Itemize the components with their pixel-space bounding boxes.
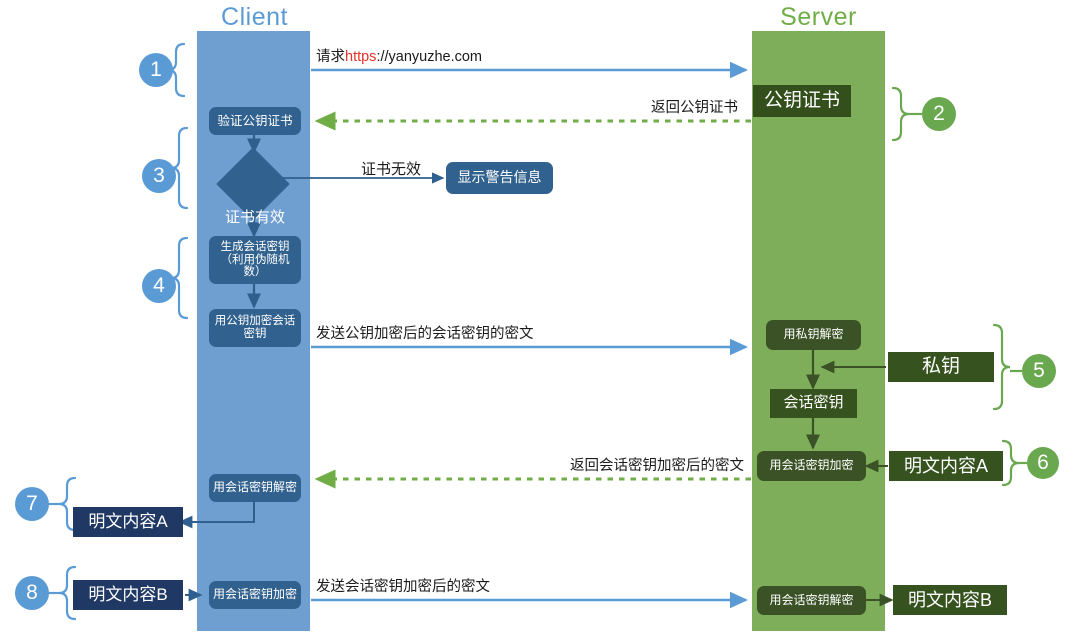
flow-label-https-scheme: https [345,49,377,65]
flow-label-request-prefix: 请求 [316,49,345,65]
client-column-title: Client [221,3,288,31]
node-generate-session-key[interactable]: 生成会话密钥 （利用伪随机数） [209,236,301,284]
flow-label-return-session-encrypted: 返回会话密钥加密后的密文 [570,458,744,474]
flow-label-cert-invalid: 证书无效 [361,161,422,178]
node-session-key[interactable]: 会话密钥 [770,389,857,418]
step-badge-8[interactable]: 8 [15,576,49,610]
label-cert-valid: 证书有效 [224,209,285,226]
step-badge-5[interactable]: 5 [1022,354,1056,388]
node-plaintext-content-b-server[interactable]: 明文内容B [893,585,1007,615]
node-plaintext-content-a-server[interactable]: 明文内容A [889,451,1003,481]
flow-label-send-session-encrypted: 发送会话密钥加密后的密文 [316,579,490,595]
flow-label-return-public-key-cert: 返回公钥证书 [651,100,738,116]
step-badge-6[interactable]: 6 [1027,447,1059,479]
step-badge-4[interactable]: 4 [142,269,176,303]
flow-label-request-host: ://yanyuzhe.com [376,49,483,65]
node-client-decrypt-with-session-key[interactable]: 用会话密钥解密 [209,474,301,502]
node-server-encrypt-with-session-key[interactable]: 用会话密钥加密 [757,451,866,481]
step-badge-2[interactable]: 2 [922,97,956,131]
node-show-warning-message[interactable]: 显示警告信息 [446,162,553,194]
node-server-decrypt-with-session-key[interactable]: 用会话密钥解密 [757,586,866,615]
arrow-client-decrypt-to-plaintext-a [178,501,255,529]
step-badge-7[interactable]: 7 [15,487,49,521]
node-encrypt-session-key-with-public-key[interactable]: 用公钥加密会话密钥 [209,309,301,347]
node-public-key-certificate[interactable]: 公钥证书 [753,85,851,117]
flow-label-request-https: 请求https://yanyuzhe.com [316,45,482,66]
node-private-key[interactable]: 私钥 [888,352,994,382]
node-client-encrypt-with-session-key[interactable]: 用会话密钥加密 [209,581,301,609]
server-column-title: Server [780,3,857,31]
step-badge-1[interactable]: 1 [139,53,173,87]
node-verify-public-key-cert[interactable]: 验证公钥证书 [209,107,301,135]
step-badge-3[interactable]: 3 [142,159,176,193]
brace-5 [992,323,1011,411]
brace-6 [1001,439,1020,487]
node-plaintext-content-b-client[interactable]: 明文内容B [73,580,183,610]
brace-2 [891,86,910,142]
node-decrypt-with-private-key[interactable]: 用私钥解密 [766,320,861,350]
node-plaintext-content-a-client[interactable]: 明文内容A [73,507,183,537]
flow-label-send-encrypted-session-key: 发送公钥加密后的会话密钥的密文 [316,326,534,342]
